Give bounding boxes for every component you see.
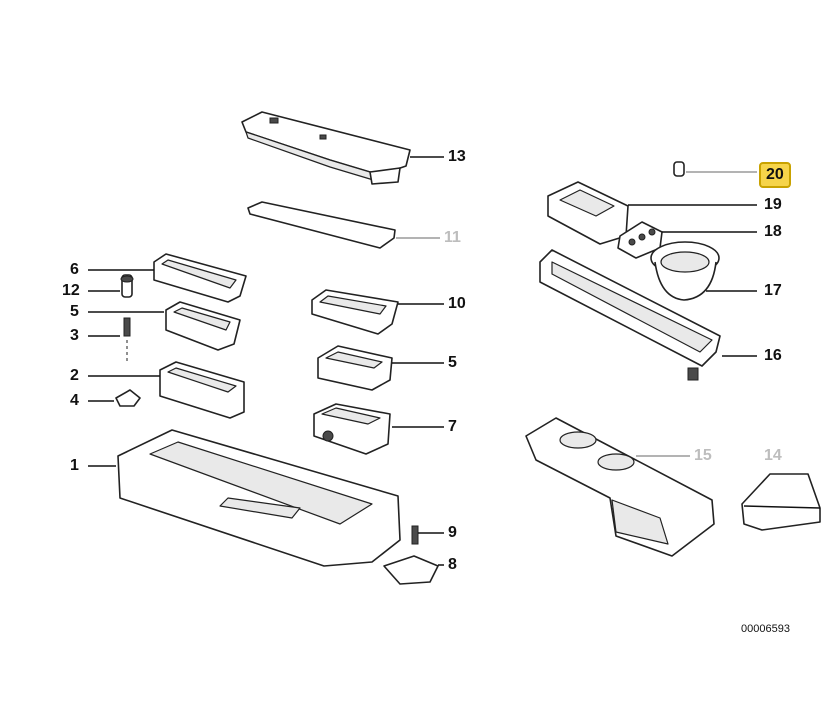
catalog-number: 00006593: [741, 623, 790, 635]
part-18-switch: [617, 221, 757, 259]
part-17-cupholder: [650, 241, 757, 301]
part-14-lid: [741, 473, 821, 531]
part-19-tray: [547, 181, 757, 245]
label-10: 10: [448, 295, 466, 312]
label-5-right: 5: [448, 354, 457, 371]
label-14: 14: [764, 447, 782, 464]
label-4: 4: [70, 392, 79, 409]
label-13: 13: [448, 148, 466, 165]
label-1: 1: [70, 457, 79, 474]
label-2: 2: [70, 367, 79, 384]
part-4-nut: [88, 389, 141, 407]
part-13-plate: [241, 111, 444, 185]
part-11-pad: [247, 201, 440, 249]
label-11: 11: [444, 229, 461, 246]
label-18: 18: [764, 223, 782, 240]
part-3-screw: [88, 317, 131, 362]
part-9-screw: [411, 525, 444, 545]
part-2-housing: [88, 361, 245, 419]
part-15-console: [525, 417, 715, 557]
part-7-ashtray: [313, 403, 444, 455]
label-8: 8: [448, 556, 457, 573]
label-20: 20: [759, 162, 791, 188]
part-20-clip: [673, 161, 757, 177]
part-10-tray: [311, 289, 444, 335]
label-15: 15: [694, 447, 712, 464]
part-5-right-tray: [317, 345, 444, 391]
part-16-frame: [539, 249, 757, 381]
label-5-left: 5: [70, 303, 79, 320]
label-16: 16: [764, 347, 782, 364]
part-1-console-base: [88, 429, 401, 567]
label-9: 9: [448, 524, 457, 541]
label-19: 19: [764, 196, 782, 213]
part-8-bracket: [383, 555, 444, 585]
label-17: 17: [764, 282, 782, 299]
label-7: 7: [448, 418, 457, 435]
label-12: 12: [62, 282, 80, 299]
part-5-left-tray: [88, 301, 241, 351]
label-3: 3: [70, 327, 79, 344]
label-6: 6: [70, 261, 79, 278]
part-12-plug: [88, 274, 134, 298]
part-6-tray: [88, 253, 247, 303]
